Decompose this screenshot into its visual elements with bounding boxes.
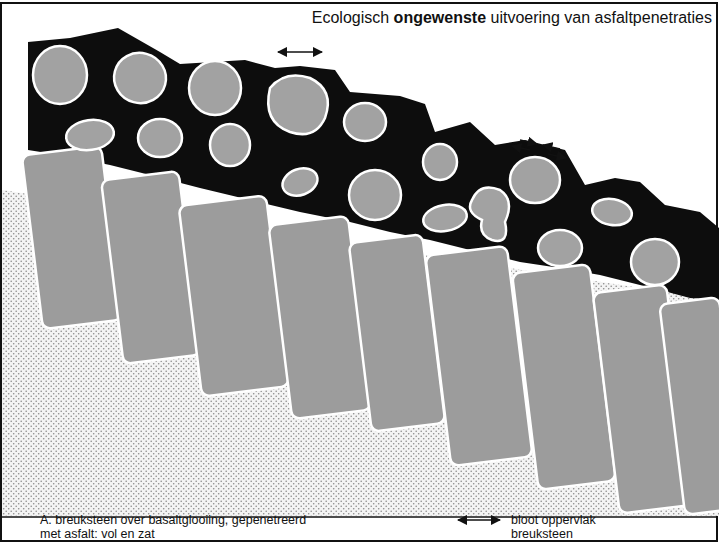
basalt-columns: [22, 146, 719, 515]
legend-arrow-sample: [455, 513, 503, 527]
legend-row: bloot oppervlak breuksteen: [455, 513, 675, 541]
exposed-surface-arrow: [278, 52, 566, 158]
rubble-stones: [33, 46, 679, 285]
diagram-title: Ecologisch ongewenste uitvoering van asf…: [290, 8, 714, 28]
legend: bloot oppervlak breuksteen: [455, 513, 675, 541]
figure-caption: A. breuksteen over basaltglooiing, gepen…: [40, 513, 330, 541]
legend-text: bloot oppervlak breuksteen: [511, 513, 621, 541]
